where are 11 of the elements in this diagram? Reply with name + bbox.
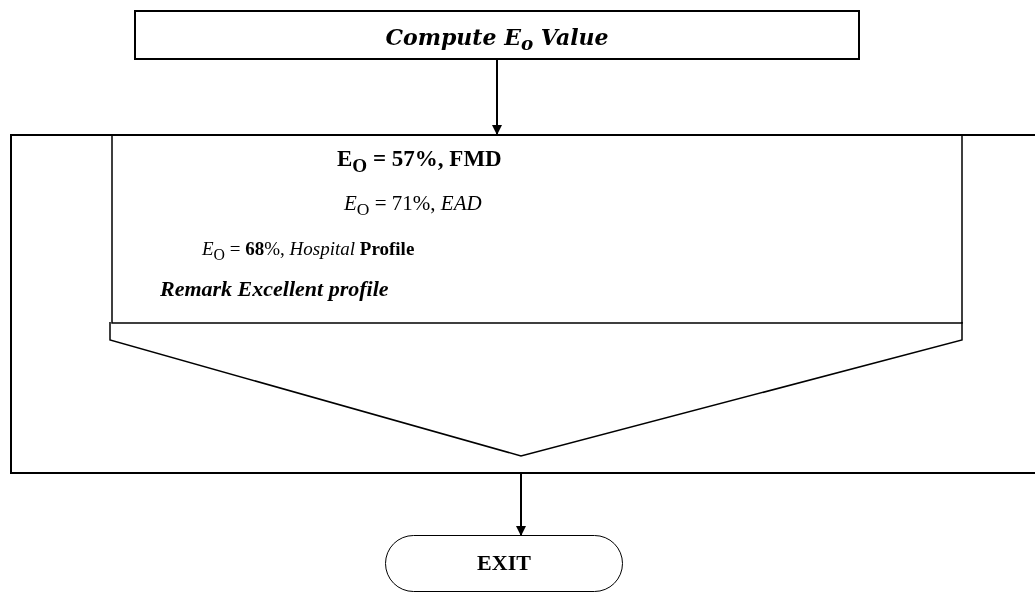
remark-text: Remark Excellent profile [160, 276, 389, 302]
formula-text: E$_{O}$ = 57%, FMD [337, 146, 502, 177]
terminal-label: EXIT [476, 550, 532, 576]
process-box [112, 136, 964, 324]
process-box [134, 10, 860, 60]
step-label: Compute E$_{o}$ Value [384, 24, 610, 55]
formula-text: E$_{O}$ = 68%, Hospital Profile [202, 238, 415, 264]
loop-box [10, 134, 1035, 474]
formula-text: E$_{O}$ = 71%, EAD [344, 191, 482, 221]
arrow [516, 473, 526, 536]
arrow [492, 59, 502, 135]
